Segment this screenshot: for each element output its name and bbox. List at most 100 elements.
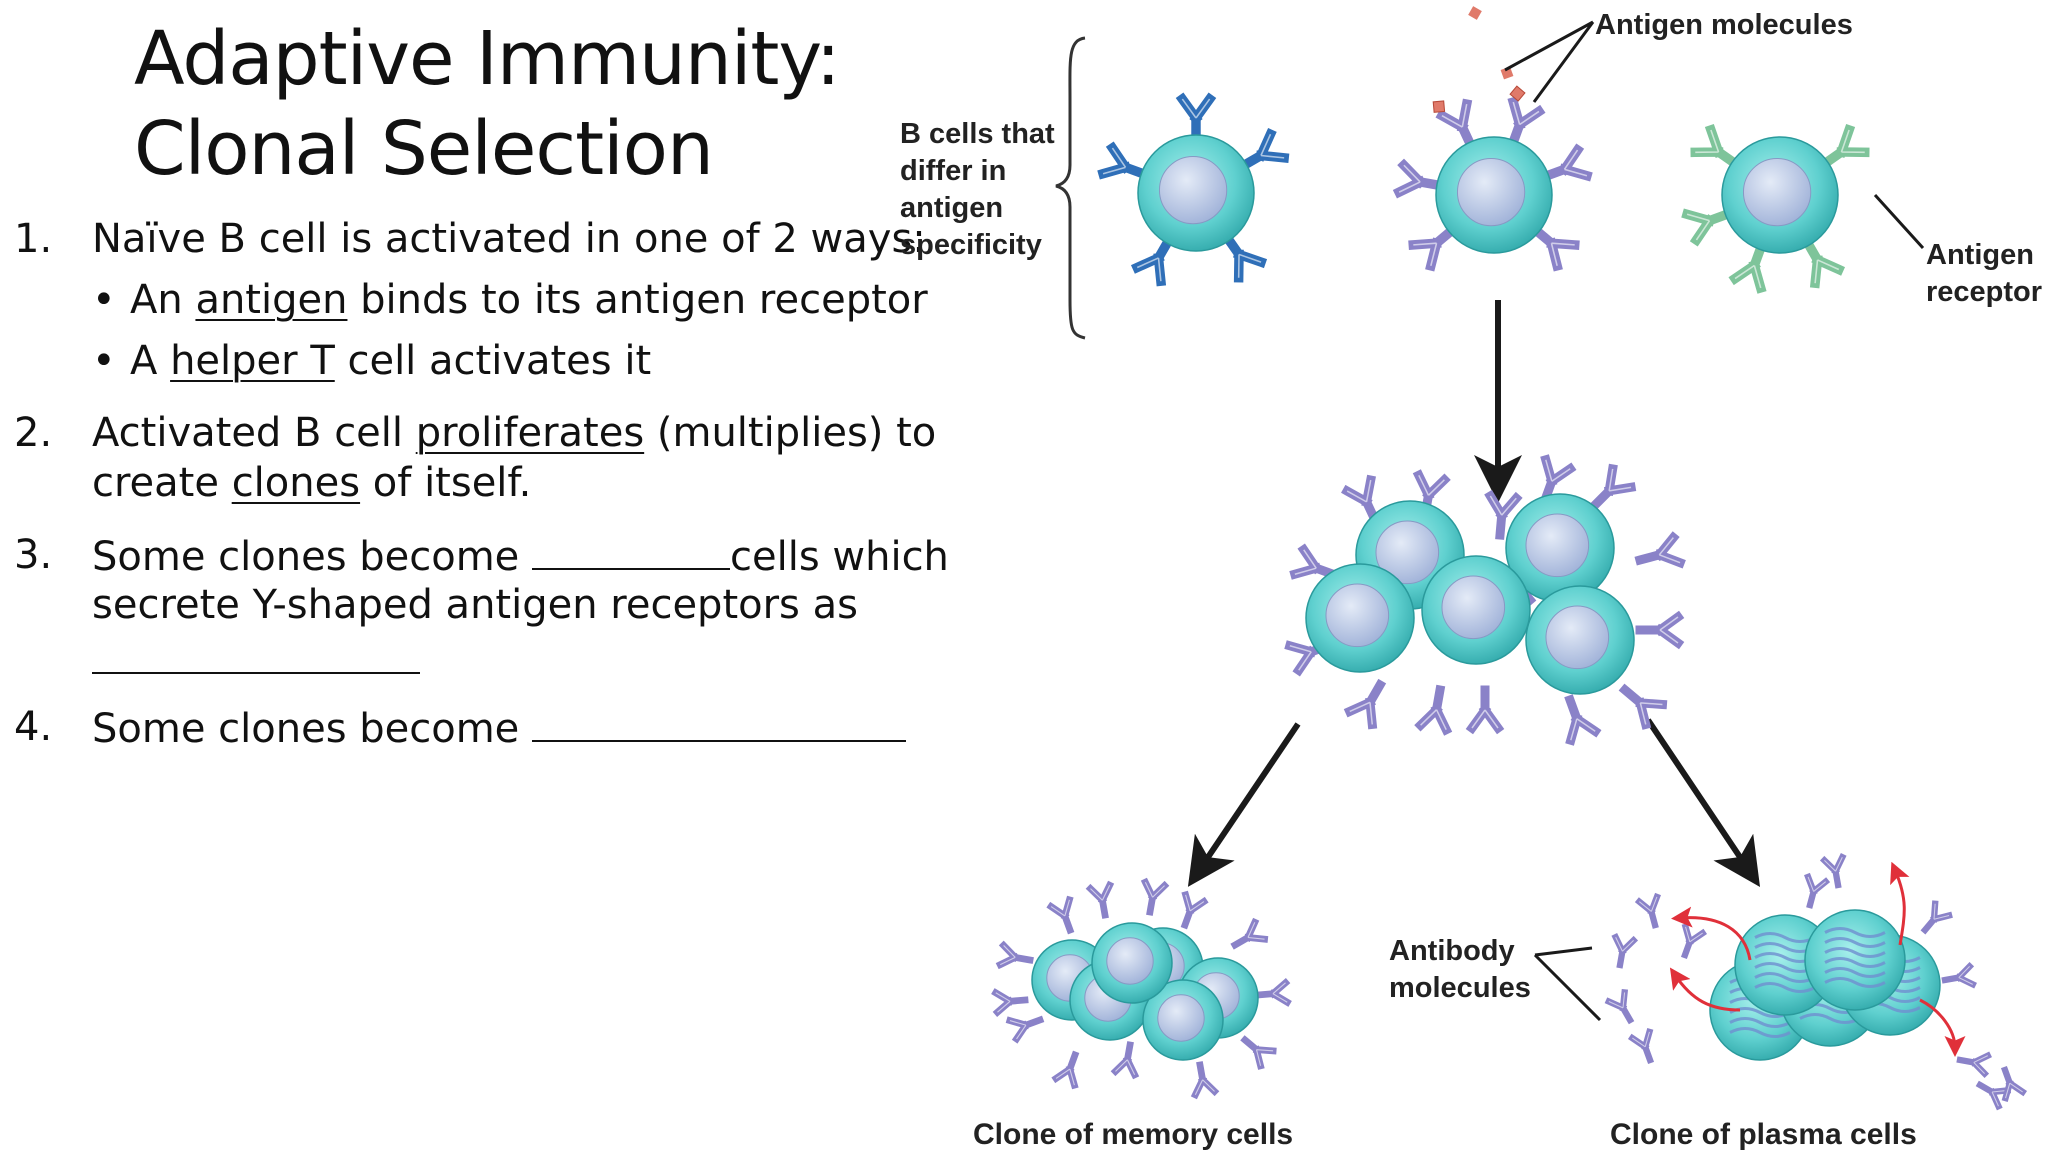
- receptor-highlight: [1686, 213, 1711, 241]
- receptor-highlight: [1398, 164, 1421, 193]
- receptor-highlight: [1413, 242, 1438, 267]
- receptor-arms: [1465, 703, 1505, 735]
- fill-in-blank[interactable]: [532, 530, 730, 570]
- bullet-marker: •: [92, 277, 116, 323]
- receptor-arms: [1243, 917, 1269, 943]
- slide-title: Adaptive Immunity: Clonal Selection: [134, 14, 841, 194]
- receptor-highlight: [1545, 459, 1571, 482]
- item-text-line: Activated B cell proliferates (multiplie…: [92, 408, 936, 458]
- antigen-receptor: [1110, 1041, 1140, 1080]
- receptor-highlight: [1471, 709, 1499, 729]
- front-layer: [1468, 6, 2028, 1111]
- receptor-highlight: [1658, 537, 1681, 564]
- antigen-receptor: [1230, 917, 1269, 950]
- receptor-highlight: [1247, 922, 1265, 940]
- item-text-line: Some clones become: [92, 702, 906, 754]
- receptor-highlight: [1185, 894, 1205, 912]
- cell-nucleus: [1441, 575, 1506, 640]
- receptor-highlight: [1840, 129, 1865, 154]
- receptor-arms: [1175, 92, 1217, 125]
- item-text-part: of itself.: [360, 460, 532, 506]
- receptor-highlight: [1489, 495, 1517, 516]
- antigen-receptor: [1604, 988, 1635, 1025]
- receptor-highlight: [1346, 479, 1372, 503]
- receptor-highlight: [1824, 856, 1843, 872]
- title-line-2: Clonal Selection: [134, 106, 714, 192]
- fill-in-blank[interactable]: [92, 634, 420, 674]
- item-text-line: Some clones become cells which: [92, 530, 949, 582]
- item-number: 2.: [14, 410, 53, 456]
- process-arrows: [1187, 300, 1761, 887]
- er-membrane: [1824, 937, 1886, 948]
- label-memory-cells: Clone of memory cells: [973, 1118, 1293, 1151]
- antigen-receptor: [1634, 531, 1686, 569]
- cell-nucleus: [1325, 583, 1390, 648]
- receptor-highlight: [1272, 982, 1288, 1003]
- receptor-highlight: [1144, 881, 1165, 898]
- b-cell: [1142, 979, 1224, 1061]
- antigen-receptor: [1920, 900, 1953, 935]
- er-membrane: [1824, 977, 1886, 988]
- receptor-highlight: [1055, 1068, 1075, 1086]
- item-text: Naïve B cell is activated in one of 2 wa…: [92, 216, 926, 262]
- antigen-molecule: [1468, 6, 1482, 20]
- antigen-receptor: [1046, 895, 1075, 935]
- bracket: [1055, 36, 1086, 340]
- fill-in-blank-line[interactable]: [92, 634, 420, 686]
- antigen-receptor: [1343, 678, 1387, 730]
- antigen-receptor: [1804, 872, 1831, 909]
- receptor-highlight: [1958, 966, 1974, 985]
- antigen-receptor: [1627, 1028, 1655, 1065]
- term-antigen: antigen: [195, 277, 348, 323]
- bullet-text: An antigen binds to its antigen receptor: [130, 275, 928, 325]
- receptor-highlight: [1807, 876, 1827, 892]
- antigen-receptor: [1635, 610, 1685, 650]
- receptor-highlight: [1181, 98, 1211, 119]
- receptor-highlight: [999, 945, 1016, 966]
- receptor-highlight: [1136, 257, 1162, 282]
- cell-nucleus: [1456, 157, 1526, 227]
- er-membrane: [1824, 927, 1886, 938]
- antigen-receptor: [1819, 853, 1847, 889]
- receptor-highlight: [1349, 701, 1374, 725]
- cell-nucleus: [1525, 513, 1590, 578]
- b-cell: [1525, 585, 1635, 695]
- item-text-part: Activated B cell: [92, 410, 416, 456]
- cell-nucleus: [1106, 937, 1154, 985]
- antigen-receptor: [1634, 892, 1661, 929]
- fill-in-blank[interactable]: [532, 702, 906, 742]
- antigen-molecule: [1500, 66, 1514, 80]
- antigen-receptor: [991, 988, 1029, 1017]
- receptor-arms: [1634, 892, 1661, 916]
- er-membrane: [1799, 1013, 1861, 1024]
- antigen-receptor: [1175, 92, 1217, 144]
- antigen-receptor: [1975, 1080, 2012, 1111]
- bound-antigen: [1432, 100, 1446, 113]
- item-number: 4.: [14, 704, 53, 750]
- receptor-highlight: [1563, 149, 1588, 177]
- receptor-highlight: [1973, 1055, 1989, 1074]
- receptor-highlight: [1512, 101, 1540, 126]
- receptor-highlight: [1194, 1079, 1215, 1096]
- bound-antigen: [1509, 85, 1526, 102]
- er-membrane: [1754, 982, 1816, 993]
- bullet-text: A helper T cell activates it: [130, 336, 651, 386]
- label-plasma-cells: Clone of plasma cells: [1610, 1118, 1917, 1151]
- receptor-highlight: [1009, 1020, 1027, 1040]
- receptor-arms: [1343, 696, 1378, 730]
- pointer-line: [1533, 946, 1602, 1022]
- antigen-receptor: [1941, 961, 1977, 989]
- receptor-highlight: [1237, 253, 1262, 278]
- bullet-marker: •: [92, 338, 116, 384]
- antigen-receptor: [1180, 890, 1209, 930]
- antigen-receptor: [1611, 933, 1639, 969]
- secretion-arrow: [1919, 998, 1966, 1057]
- receptor-arms: [1604, 988, 1629, 1013]
- er-membrane: [1754, 932, 1816, 943]
- antigen-receptor: [1005, 1015, 1045, 1044]
- b-cell: [1091, 922, 1173, 1004]
- antigen-receptor: [1051, 1050, 1080, 1090]
- receptor-highlight: [1441, 103, 1468, 128]
- antigen-receptor: [1484, 489, 1523, 540]
- b-cell: [1505, 493, 1615, 603]
